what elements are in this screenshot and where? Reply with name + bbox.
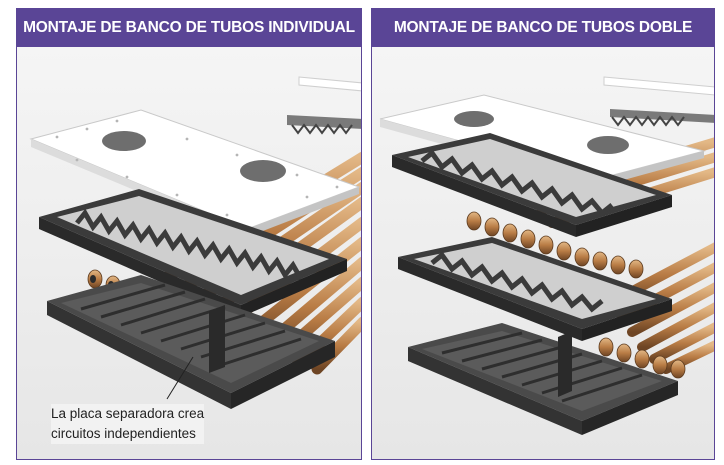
panel-double: MONTAJE DE BANCO DE TUBOS DOBLE	[371, 8, 715, 460]
base-with-separator	[47, 275, 335, 409]
lower-spacer-frame	[398, 237, 672, 341]
panel-title: MONTAJE DE BANCO DE TUBOS INDIVIDUAL	[17, 9, 361, 47]
panel-individual: MONTAJE DE BANCO DE TUBOS INDIVIDUAL	[16, 8, 362, 460]
panel-title: MONTAJE DE BANCO DE TUBOS DOBLE	[372, 9, 714, 47]
callout-line	[166, 356, 194, 400]
caption-line-2: circuitos independientes	[51, 426, 196, 441]
separator-caption: La placa separadora crea circuitos indep…	[51, 404, 205, 444]
top-plate	[29, 109, 361, 237]
upper-spacer-frame	[392, 133, 672, 237]
upper-conduit-ends	[466, 211, 644, 279]
caption-line-1: La placa separadora crea	[51, 406, 205, 421]
individual-assembly-illustration	[17, 47, 361, 459]
lower-conduit-ends	[598, 337, 686, 379]
double-assembly-illustration	[372, 47, 714, 459]
base-with-separator	[408, 323, 678, 435]
separator-plate	[209, 305, 225, 373]
